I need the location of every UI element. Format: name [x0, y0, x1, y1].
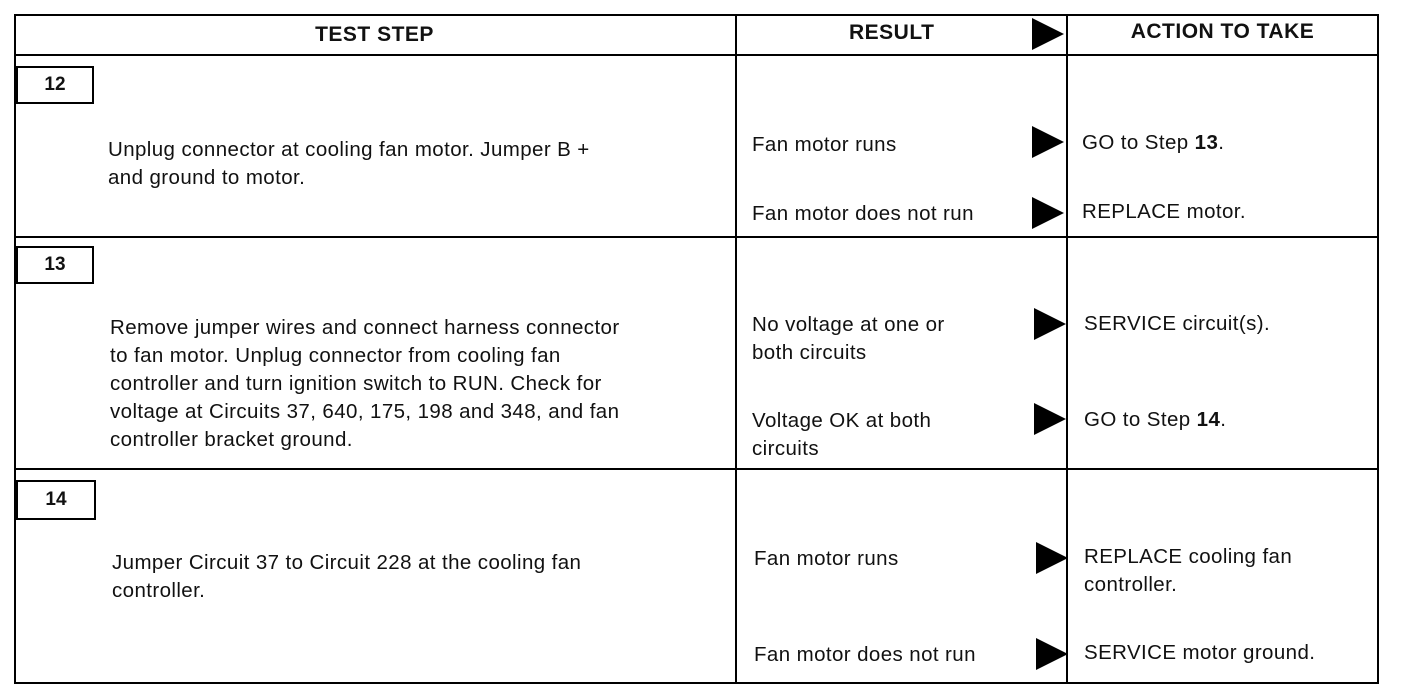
header-divider: [14, 54, 1379, 56]
action-text: GO to Step 13.: [1082, 131, 1225, 154]
action-text: SERVICE circuit(s).: [1084, 312, 1271, 335]
result-text: Fan motor runs: [752, 133, 897, 156]
action-text: GO to Step 14.: [1084, 408, 1227, 431]
header-test-step: TEST STEP: [315, 23, 434, 46]
column-divider-action: [1066, 14, 1068, 684]
row-divider-1: [14, 236, 1379, 238]
result-text: Fan motor does not run: [752, 202, 974, 225]
table-border-left: [14, 14, 16, 684]
result-text: Fan motor runs: [754, 547, 899, 570]
step-description: Unplug connector at cooling fan motor. J…: [108, 138, 590, 189]
arrow-icon: [1032, 126, 1064, 158]
table-border-right: [1377, 14, 1379, 684]
arrow-icon: [1036, 542, 1068, 574]
header-result: RESULT: [849, 21, 935, 44]
step-number-badge: 14: [16, 480, 96, 520]
arrow-icon: [1034, 308, 1066, 340]
table-border-top: [14, 14, 1379, 16]
step-description: Remove jumper wires and connect harness …: [110, 316, 620, 451]
result-text: Voltage OK at both circuits: [752, 409, 932, 460]
step-number-badge: 13: [16, 246, 94, 284]
diagnostic-table: TEST STEP RESULT ACTION TO TAKE 12 Unplu…: [14, 14, 1379, 684]
header-action: ACTION TO TAKE: [1130, 20, 1315, 43]
column-divider-result: [735, 14, 737, 684]
step-description: Jumper Circuit 37 to Circuit 228 at the …: [112, 551, 582, 602]
header-arrow-icon: [1032, 18, 1064, 50]
arrow-icon: [1034, 403, 1066, 435]
action-text: SERVICE motor ground.: [1084, 641, 1316, 664]
action-text: REPLACE cooling fan controller.: [1084, 545, 1293, 596]
step-number-badge: 12: [16, 66, 94, 104]
arrow-icon: [1032, 197, 1064, 229]
table-border-bottom: [14, 682, 1379, 684]
result-text: Fan motor does not run: [754, 643, 976, 666]
result-text: No voltage at one or both circuits: [752, 313, 945, 364]
action-text: REPLACE motor.: [1082, 200, 1246, 223]
arrow-icon: [1036, 638, 1068, 670]
row-divider-2: [14, 468, 1379, 470]
